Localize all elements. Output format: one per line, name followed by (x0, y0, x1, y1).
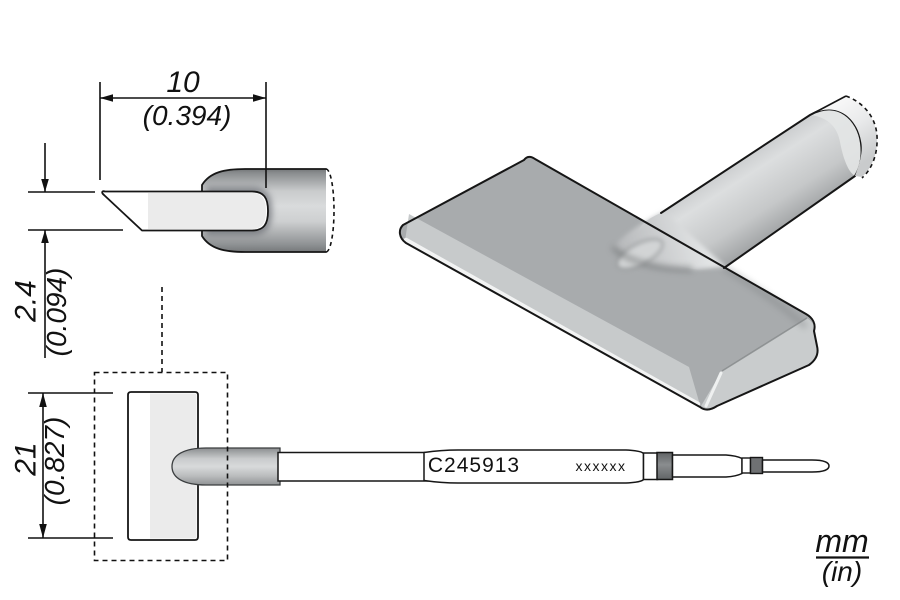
blade-3d-outline (398, 155, 819, 411)
blade-3d-end-highlight (704, 371, 723, 408)
dim-arrow-up (39, 393, 47, 407)
dim-thickness-in-label: (0.094) (41, 268, 72, 357)
units-legend: mm (in) (815, 523, 869, 587)
units-mm-label: mm (815, 523, 868, 559)
dim-arrow-right (253, 94, 266, 102)
blade-front-outline (127, 391, 199, 541)
dim-blade-width: 10 (0.394) (99, 66, 267, 188)
shaft-collar (171, 447, 281, 486)
stub-dashed-edge (845, 95, 878, 179)
contact-ring-2 (749, 456, 764, 475)
blade-3d-top (399, 156, 818, 410)
blade-side-shaded-area (148, 193, 266, 229)
dim-arrow-up (41, 179, 49, 192)
dim-blade-thickness: 2.4 (0.094) (10, 143, 123, 358)
dim-width-in-label: (0.394) (143, 100, 232, 131)
shaft-3d-shadow (722, 265, 809, 330)
blade-3d-end-crease (721, 317, 808, 372)
shaft-3d-cylinder (637, 109, 862, 270)
side-view: 10 (0.394) 2.4 (0.094) (10, 66, 335, 358)
shaft-tube (277, 451, 429, 482)
dim-arrow-down (41, 230, 49, 243)
blade-3d-end (701, 318, 818, 409)
dim-thickness-mm-label: 2.4 (10, 280, 43, 323)
holder-end-dashed (325, 168, 335, 253)
tube-step (741, 457, 752, 474)
detail-dashed-box (93, 371, 229, 562)
connector-pin (761, 459, 830, 473)
blade-3d-front-highlight (403, 237, 701, 407)
dim-blade-length: 21 (0.827) (10, 392, 113, 539)
serial-marking-label: xxxxxx (576, 458, 627, 474)
dim-arrow-down (39, 524, 47, 538)
units-in-label: (in) (822, 556, 862, 587)
part-number-label: C245913 (428, 454, 520, 477)
body-step (642, 452, 659, 481)
stub-top-edge (811, 95, 847, 115)
dim-width-mm-label: 10 (166, 66, 200, 99)
dim-length-mm-label: 21 (10, 442, 43, 476)
isometric-view (398, 95, 878, 411)
dim-length-in-label: (0.827) (39, 417, 70, 506)
heater-tube (671, 454, 743, 478)
shaft-3d-endcap (810, 109, 862, 176)
front-view: C245913 xxxxxx 21 (0.827) (10, 287, 830, 562)
dim-arrow-left (100, 94, 113, 102)
cone-3d-shade (611, 245, 693, 272)
blade-3d-bevel (405, 214, 700, 405)
contact-ring-1 (656, 451, 674, 481)
blade-side-outline (101, 190, 269, 232)
shaft-3d-stub (812, 96, 878, 177)
